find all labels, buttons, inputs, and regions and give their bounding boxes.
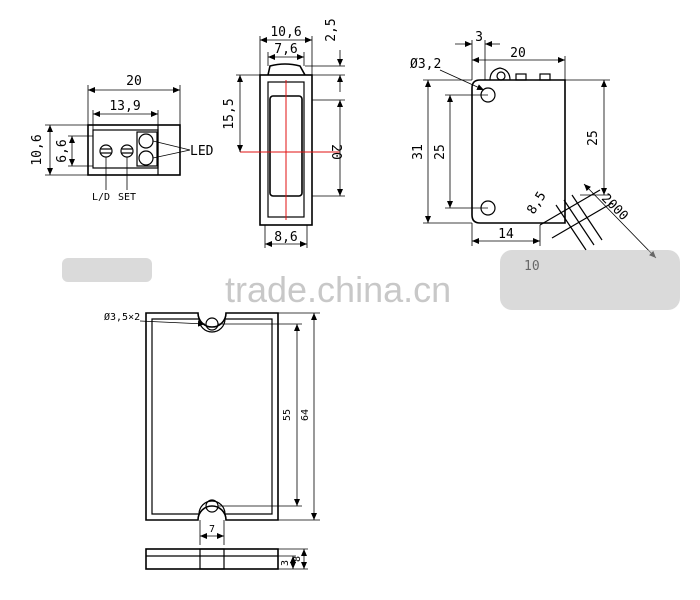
side-inner-width-label: 7,6 xyxy=(274,42,297,57)
led-label: LED xyxy=(190,144,214,159)
side-width-label: 10,6 xyxy=(270,25,301,40)
top-offset-label: 3 xyxy=(475,30,483,45)
cable-length-label: 2000 xyxy=(598,191,631,224)
top-view-tab xyxy=(489,67,511,81)
top-height-label: 31 xyxy=(411,144,426,160)
top-hole-span-label: 25 xyxy=(433,144,448,160)
top-width-label: 20 xyxy=(510,46,526,61)
cable-diameter-label: 8,5 xyxy=(524,189,549,217)
watermark: trade.china.cn xyxy=(225,269,451,310)
top-bottom-offset-label: 14 xyxy=(498,227,514,242)
reflector-slot-width-label: 7 xyxy=(209,524,215,535)
reflector-thickness-label: 3 xyxy=(280,560,291,566)
reflector-hole-span-label: 55 xyxy=(282,409,293,421)
top-right-span-label: 25 xyxy=(586,130,601,146)
side-view: 10,6 7,6 2,5 15,5 20 8,6 xyxy=(222,18,345,248)
led-icon xyxy=(136,131,158,167)
ld-knob-icon xyxy=(99,144,113,158)
blurred-region xyxy=(500,250,680,310)
top-hole-label: Ø3,2 xyxy=(410,57,441,72)
front-view: LED 20 13,9 10,6 6,6 L/D SET xyxy=(30,74,214,203)
side-bottom-width-label: 8,6 xyxy=(274,230,297,245)
reflector-outline xyxy=(145,312,279,521)
reflector-hole-label: Ø3,5×2 xyxy=(104,311,140,323)
front-height-label: 10,6 xyxy=(30,134,45,165)
side-view-body xyxy=(259,74,313,226)
front-view-body xyxy=(87,124,181,176)
front-inner-height-label: 6,6 xyxy=(55,139,70,162)
top-view-body xyxy=(471,79,566,224)
reflector-hole-top-icon xyxy=(205,317,219,331)
side-window-height-label: 15,5 xyxy=(222,98,237,129)
front-width-label: 20 xyxy=(126,74,142,89)
reflector-inner xyxy=(151,318,273,515)
top-view: Ø3,2 3 20 31 25 25 8,5 2000 xyxy=(410,30,657,274)
reflector-view: Ø3,5×2 55 64 7 3 8 xyxy=(104,311,320,570)
side-view-cap xyxy=(267,63,306,76)
front-inner-width-label: 13,9 xyxy=(109,99,140,114)
set-knob-icon xyxy=(120,144,134,158)
reflector-height-label: 64 xyxy=(300,409,311,421)
set-label: SET xyxy=(118,192,136,203)
reflector-profile xyxy=(145,548,279,570)
blurred-heading xyxy=(62,258,152,282)
side-height-label: 20 xyxy=(328,144,343,160)
ld-label: L/D xyxy=(92,192,110,203)
side-top-offset-label: 2,5 xyxy=(324,18,339,41)
reflector-thickness2-label: 8 xyxy=(292,556,303,562)
